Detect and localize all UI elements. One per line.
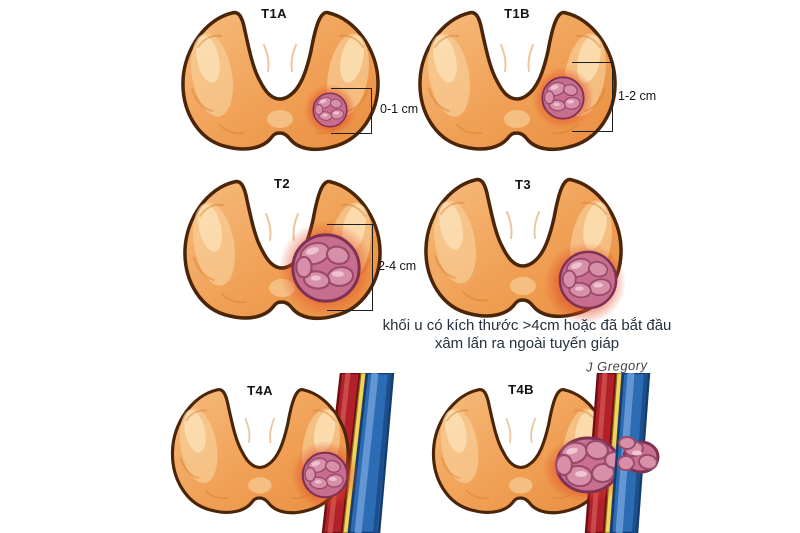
measurement-label-t2: 2-4 cm [378, 259, 417, 273]
stage-label-t3: T3 [515, 177, 531, 192]
panel-t4a [157, 373, 402, 533]
stage-label-t4b: T4B [508, 382, 534, 397]
measurement-label-t1a: 0-1 cm [380, 102, 419, 116]
size-bracket-t1b [572, 62, 613, 132]
caption-line2: xâm lấn ra ngoài tuyến giáp [434, 334, 620, 352]
stage-label-t2: T2 [274, 176, 290, 191]
stage-label-t1a: T1A [261, 6, 287, 21]
measurement-label-t1b: 1-2 cm [618, 89, 657, 103]
caption: khối u có kích thước >4cm hoặc đã bắt đầ… [327, 317, 727, 352]
tumor-left-cluster [554, 436, 625, 494]
panel-t4b [420, 373, 670, 533]
tumor [301, 451, 349, 499]
stage-label-t1b: T1B [504, 6, 530, 21]
size-bracket-t2 [327, 224, 373, 311]
caption-line1: khối u có kích thước >4cm hoặc đã bắt đầ… [382, 317, 672, 334]
tumor [558, 250, 618, 310]
stage-label-t4a: T4A [247, 383, 273, 398]
artist-signature: J Gregory [585, 357, 648, 375]
tumor-right-lobules [617, 436, 660, 474]
panel-t3 [411, 170, 636, 322]
size-bracket-t1a [331, 88, 372, 134]
